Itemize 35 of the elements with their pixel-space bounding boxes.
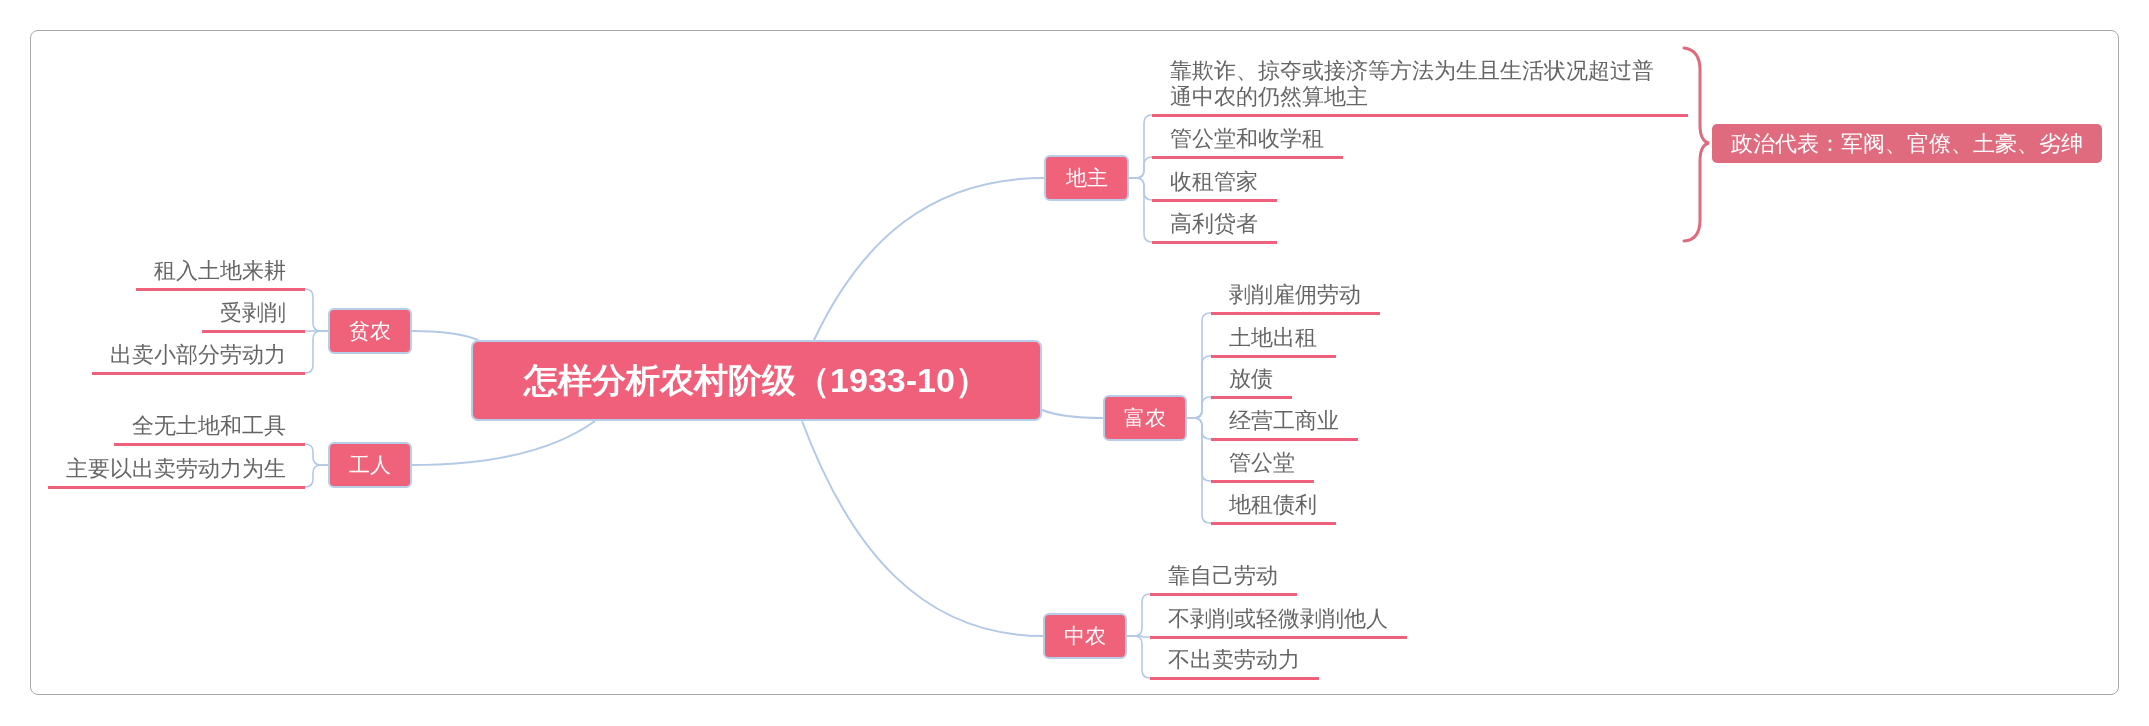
underlined-topic: 租入土地来耕 bbox=[136, 257, 305, 291]
underlined-topic: 收租管家 bbox=[1152, 168, 1277, 202]
underlined-topic: 主要以出卖劳动力为生 bbox=[48, 455, 305, 489]
branch-line bbox=[411, 420, 596, 466]
underlined-topic: 受剥削 bbox=[202, 299, 305, 333]
underlined-topic: 放债 bbox=[1211, 365, 1292, 399]
branch-line bbox=[813, 177, 1045, 341]
underlined-topic: 高利贷者 bbox=[1152, 210, 1277, 244]
underlined-topic: 不出卖劳动力 bbox=[1150, 646, 1319, 680]
topic-box: 富农 bbox=[1103, 395, 1187, 441]
topic-box: 工人 bbox=[328, 442, 412, 488]
underlined-topic: 管公堂 bbox=[1211, 449, 1314, 483]
summary-box: 政治代表：军阀、官僚、土豪、劣绅 bbox=[1712, 124, 2102, 163]
underlined-topic: 经营工商业 bbox=[1211, 407, 1358, 441]
underlined-topic: 管公堂和收学租 bbox=[1152, 125, 1343, 159]
branch-line bbox=[304, 330, 329, 374]
underlined-topic: 靠欺诈、掠夺或接济等方法为生且生活状况超过普通中农的仍然算地主 bbox=[1152, 57, 1688, 117]
branch-line bbox=[1126, 635, 1151, 679]
underlined-topic: 出卖小部分劳动力 bbox=[92, 341, 305, 375]
underlined-topic: 土地出租 bbox=[1211, 324, 1336, 358]
underlined-topic: 不剥削或轻微剥削他人 bbox=[1150, 605, 1407, 639]
topic-box: 地主 bbox=[1044, 155, 1129, 201]
branch-line bbox=[304, 464, 329, 488]
branch-line bbox=[1128, 177, 1153, 243]
topic-box: 中农 bbox=[1043, 613, 1127, 659]
underlined-topic: 全无土地和工具 bbox=[114, 412, 305, 446]
central-topic-box: 怎样分析农村阶级（1933-10） bbox=[471, 340, 1042, 421]
branch-line bbox=[411, 330, 479, 341]
underlined-topic: 靠自己劳动 bbox=[1150, 562, 1297, 596]
branch-line bbox=[1186, 417, 1212, 524]
underlined-topic: 剥削雇佣劳动 bbox=[1211, 281, 1380, 315]
branch-line bbox=[801, 420, 1044, 637]
topic-box: 贫农 bbox=[328, 308, 412, 354]
branch-line bbox=[1041, 409, 1104, 419]
underlined-topic: 地租债利 bbox=[1211, 491, 1336, 525]
